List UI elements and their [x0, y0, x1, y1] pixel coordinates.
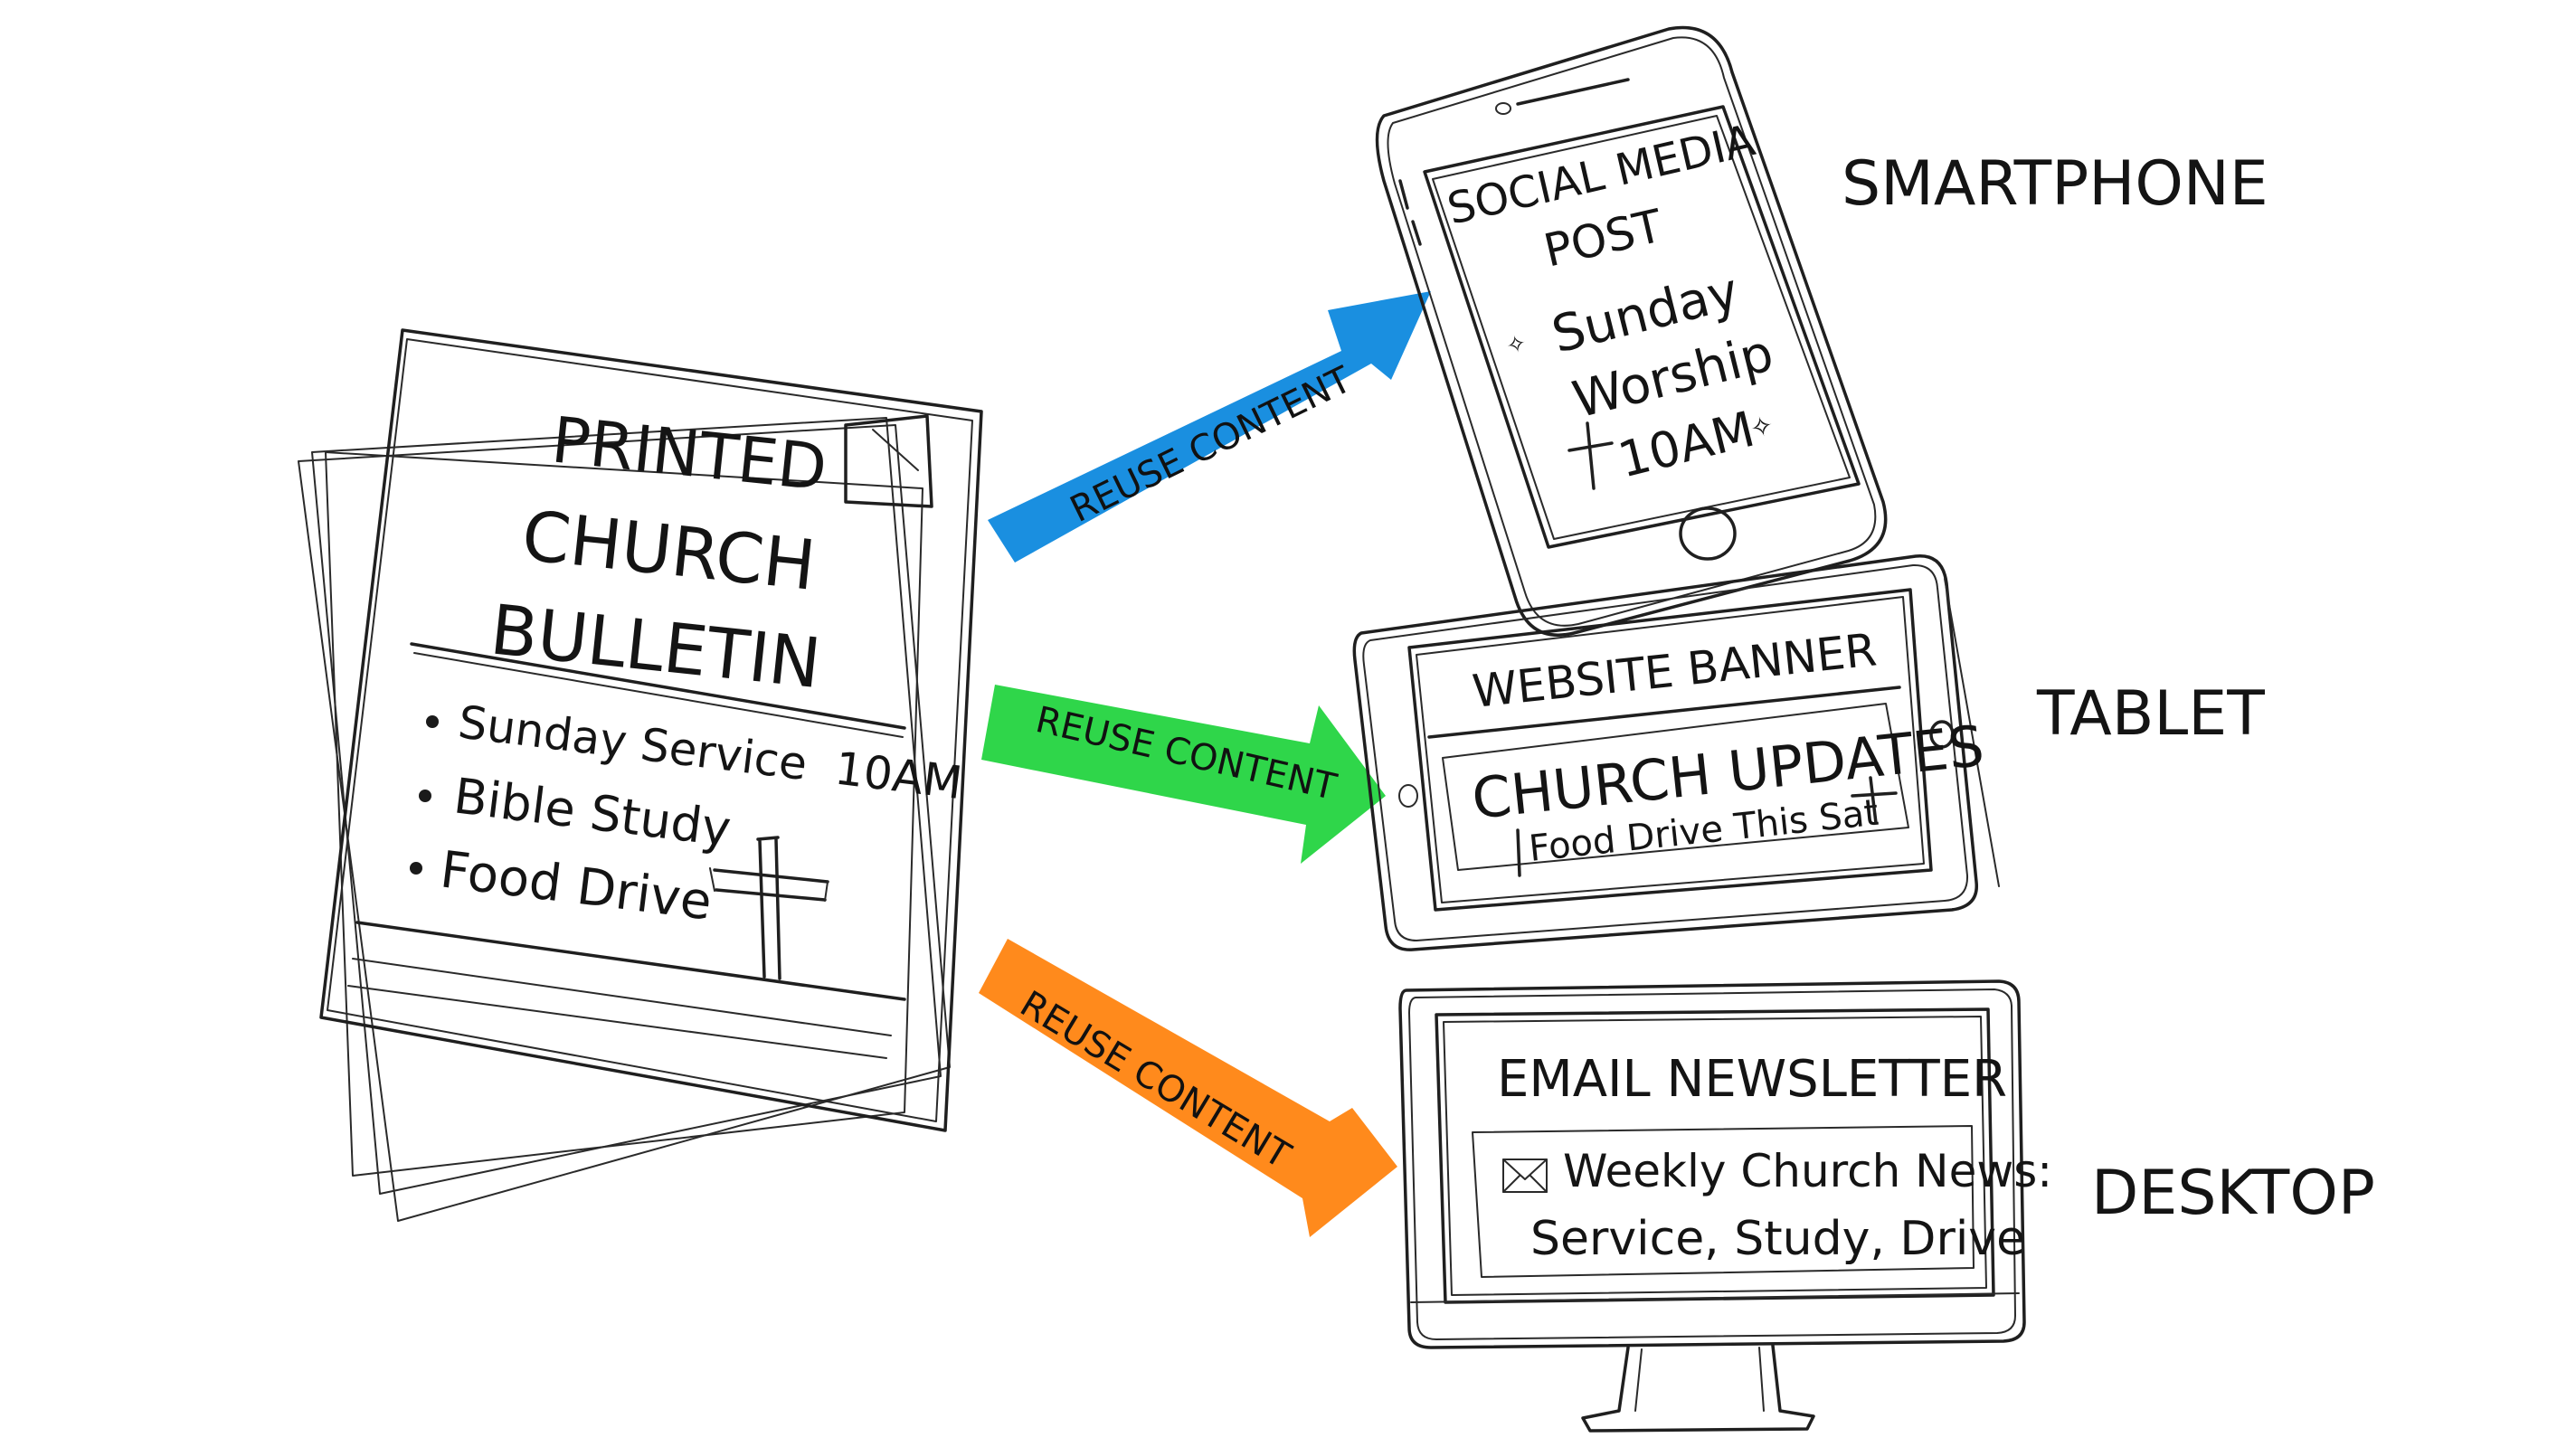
- arrow-shape-green: [981, 685, 1386, 864]
- bullet-dot: [426, 715, 439, 728]
- phone-post-header-2: POST: [1539, 199, 1668, 277]
- cross-icon: [1567, 421, 1614, 490]
- tablet-home-button: [1929, 720, 1955, 749]
- tablet-screen: [1407, 588, 1933, 912]
- tablet-banner-box: [1442, 703, 1909, 871]
- phone-body: [1375, 25, 1888, 637]
- phone-screen: [1423, 105, 1861, 549]
- cross-icon: [709, 836, 829, 980]
- bulletin-item-3: Food Drive: [437, 840, 715, 932]
- bulletin-stack: PRINTED CHURCH BULLETIN Sunday Service 1…: [298, 328, 983, 1222]
- arrow-label-blue: REUSE CONTENT: [1064, 359, 1358, 531]
- tablet-body: [1352, 554, 1978, 951]
- bullet-dot: [419, 790, 431, 802]
- email-line-2: Service, Study, Drive: [1530, 1212, 2025, 1266]
- tablet-camera-icon: [1398, 784, 1418, 808]
- title-divider: [410, 642, 906, 730]
- phone-home-button: [1679, 506, 1737, 561]
- phone-speaker: [1516, 78, 1630, 106]
- bullet-dot: [410, 862, 422, 875]
- desktop-device: EMAIL NEWSLETTER Weekly Church News: Ser…: [1398, 979, 2052, 1433]
- email-line-1: Weekly Church News:: [1563, 1145, 2052, 1197]
- arrow-shape-orange: [979, 939, 1397, 1237]
- envelope-icon: [1502, 1159, 1548, 1193]
- footer-divider: [355, 921, 906, 1001]
- cross-icon: [1851, 776, 1898, 825]
- bulletin-title-line-1: PRINTED: [548, 402, 830, 505]
- arrow-to-smartphone: REUSE CONTENT: [988, 291, 1431, 563]
- folded-corner-icon: [844, 414, 933, 508]
- monitor-screen: [1435, 1007, 1995, 1304]
- arrow-to-tablet: REUSE CONTENT: [981, 685, 1386, 864]
- smartphone-device: SOCIAL MEDIA POST ✧ Sunday Worship 10AM …: [1375, 25, 1888, 637]
- monitor-bezel: [1398, 979, 2026, 1349]
- bulletin-item-2: Bible Study: [450, 767, 734, 857]
- tablet-banner-header: WEBSITE BANNER: [1470, 623, 1879, 718]
- paper-sheet-front: [319, 328, 983, 1132]
- desktop-device-label: DESKTOP: [2091, 1158, 2375, 1229]
- arrow-shape-blue: [988, 291, 1431, 563]
- tablet-banner-divider: [1427, 686, 1901, 739]
- arrow-to-desktop: REUSE CONTENT: [979, 939, 1397, 1237]
- sparkle-icon: ✧: [1503, 329, 1529, 360]
- paper-sheet-front-outline: [327, 338, 973, 1122]
- tablet-device-label: TABLET: [2036, 678, 2265, 750]
- bulletin-title-line-2: CHURCH: [518, 495, 819, 605]
- smartphone-device-label: SMARTPHONE: [1842, 148, 2268, 220]
- phone-camera-icon: [1495, 102, 1511, 115]
- email-newsletter-header: EMAIL NEWSLETTER: [1497, 1050, 2007, 1109]
- paper-sheet-back-2: [311, 417, 942, 1195]
- monitor-stand: [1581, 1344, 1815, 1433]
- email-content-box: [1472, 1125, 1975, 1278]
- tablet-device: WEBSITE BANNER CHURCH UPDATES Food Drive…: [1352, 554, 2000, 951]
- paper-sheet-middle: [325, 451, 923, 1177]
